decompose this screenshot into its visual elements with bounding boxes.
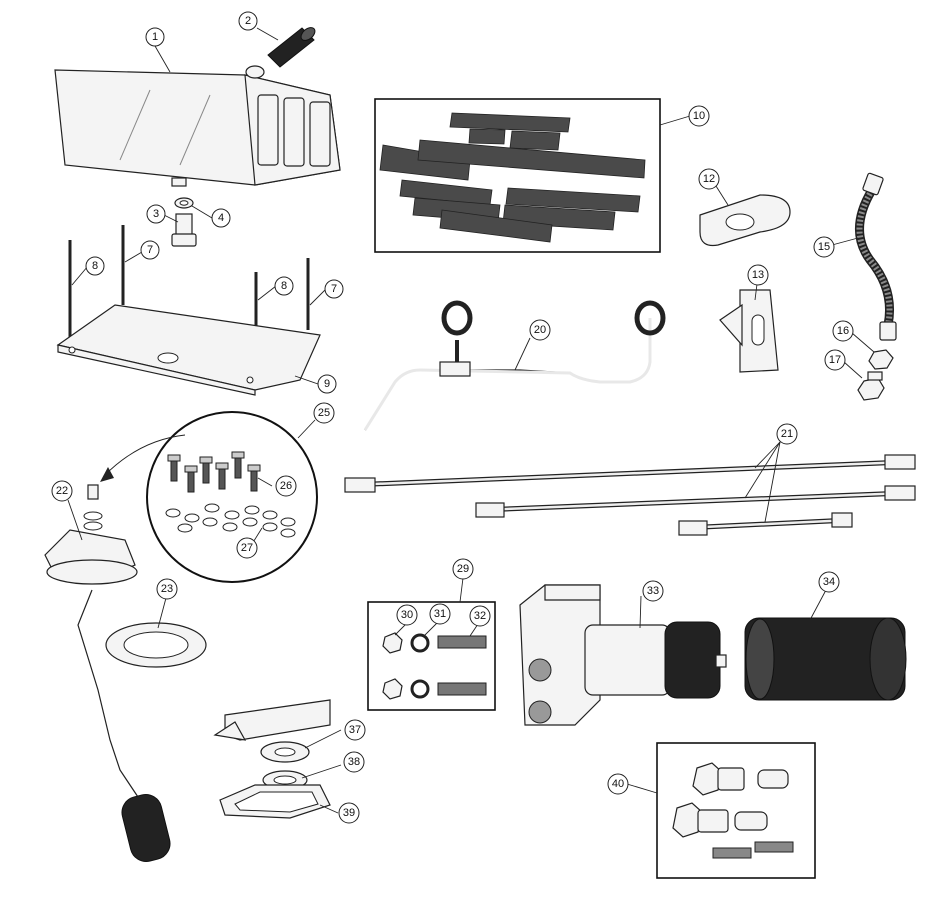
svg-text:9: 9 [324, 378, 330, 390]
callout-21: 21 [776, 423, 798, 445]
callout-25: 25 [313, 402, 335, 424]
svg-text:12: 12 [703, 173, 715, 185]
svg-text:30: 30 [401, 609, 413, 621]
svg-text:29: 29 [457, 563, 469, 575]
callout-10: 10 [688, 105, 710, 127]
callout-13: 13 [747, 264, 769, 286]
svg-text:34: 34 [823, 576, 835, 588]
part-flexible-hose [855, 172, 897, 341]
part-mounting-plate [56, 304, 321, 396]
part-washers [165, 503, 296, 538]
svg-text:10: 10 [693, 110, 705, 122]
part-pump-cover [744, 617, 907, 701]
svg-text:17: 17 [829, 354, 841, 366]
callout-34: 34 [818, 571, 840, 593]
callouts: 1 2 3 4 7 7 8 8 9 10 12 13 15 16 17 20 2… [51, 11, 854, 824]
callout-1: 1 [145, 27, 165, 47]
part-drain-plug [171, 213, 197, 247]
svg-text:22: 22 [56, 485, 68, 497]
svg-text:7: 7 [147, 244, 153, 256]
callout-2: 2 [238, 11, 258, 31]
svg-text:33: 33 [647, 585, 659, 597]
callout-4: 4 [211, 208, 231, 228]
part-sender-gasket [105, 622, 207, 668]
part-insulation-strips [374, 98, 661, 253]
part-adapter [857, 371, 885, 401]
svg-text:40: 40 [612, 778, 624, 790]
callout-7b: 7 [324, 279, 344, 299]
callout-26: 26 [275, 475, 297, 497]
svg-text:26: 26 [280, 480, 292, 492]
svg-text:25: 25 [318, 407, 330, 419]
svg-text:31: 31 [434, 608, 446, 620]
callout-7a: 7 [140, 240, 160, 260]
callout-22: 22 [51, 480, 73, 502]
callout-39: 39 [338, 802, 360, 824]
part-filler-hose [267, 27, 316, 68]
callout-16: 16 [832, 320, 854, 342]
part-fuel-gauge-sender [44, 484, 171, 862]
callout-40: 40 [607, 773, 629, 795]
callout-38: 38 [343, 751, 365, 773]
part-fuel-pipes [344, 454, 916, 536]
callout-12: 12 [698, 168, 720, 190]
leader-lines [67, 27, 875, 814]
part-spring-clip [719, 289, 779, 373]
callout-8b: 8 [274, 276, 294, 296]
callout-32: 32 [469, 605, 491, 627]
callout-23: 23 [156, 578, 178, 600]
part-fuel-tank [54, 65, 341, 187]
part-gasket-frame [219, 784, 331, 819]
svg-text:3: 3 [153, 208, 159, 220]
callout-20: 20 [529, 319, 551, 341]
svg-text:8: 8 [92, 260, 98, 272]
callout-27: 27 [236, 537, 258, 559]
svg-text:2: 2 [245, 15, 251, 27]
svg-text:38: 38 [348, 756, 360, 768]
svg-text:8: 8 [281, 280, 287, 292]
callout-29: 29 [452, 558, 474, 580]
callout-31: 31 [429, 603, 451, 625]
svg-text:15: 15 [818, 241, 830, 253]
part-drain-washer [174, 197, 194, 209]
callout-15: 15 [813, 236, 835, 258]
svg-text:1: 1 [152, 31, 158, 43]
svg-text:20: 20 [534, 324, 546, 336]
part-bracket [213, 699, 331, 741]
callout-30: 30 [396, 604, 418, 626]
part-t-pipe [363, 300, 666, 431]
callout-3: 3 [146, 204, 166, 224]
svg-text:13: 13 [752, 269, 764, 281]
part-pipe-fittings [656, 742, 816, 879]
svg-text:37: 37 [349, 724, 361, 736]
callout-17: 17 [824, 349, 846, 371]
callout-8a: 8 [85, 256, 105, 276]
part-p-clip [699, 194, 791, 247]
svg-text:39: 39 [343, 807, 355, 819]
callout-37: 37 [344, 719, 366, 741]
part-sealing-washer [260, 741, 310, 763]
svg-text:23: 23 [161, 583, 173, 595]
part-screws [167, 451, 261, 493]
detail-circle-fixings [100, 411, 318, 583]
svg-text:16: 16 [837, 325, 849, 337]
callout-33: 33 [642, 580, 664, 602]
part-mounting-kit [367, 601, 496, 711]
svg-text:7: 7 [331, 283, 337, 295]
part-union-nut [868, 349, 894, 370]
svg-text:32: 32 [474, 610, 486, 622]
svg-text:4: 4 [218, 212, 224, 224]
svg-text:21: 21 [781, 428, 793, 440]
part-fuel-pump [519, 584, 727, 726]
svg-text:27: 27 [241, 542, 253, 554]
callout-9: 9 [317, 374, 337, 394]
